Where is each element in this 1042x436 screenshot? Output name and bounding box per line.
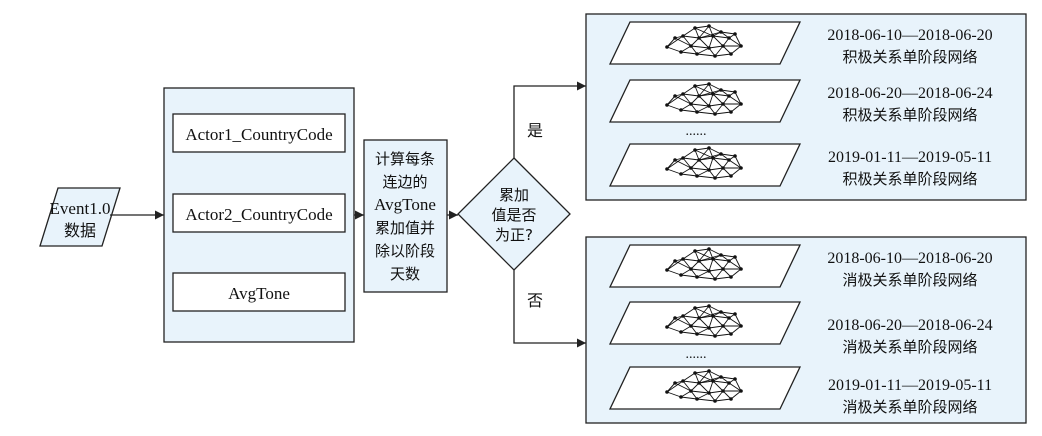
negative-network-1: [608, 244, 802, 288]
decision-line-2: 值是否: [491, 206, 536, 224]
process-line-5: 除以阶段: [375, 242, 435, 260]
field-box-avgtone: [172, 272, 346, 312]
branch-yes-label: 是: [527, 121, 543, 140]
positive-label-2: 积极关系单阶段网络: [842, 106, 977, 124]
negative-ellipsis: ......: [686, 347, 707, 362]
field-box-actor2: [172, 193, 346, 233]
positive-date-1: 2018-06-10—2018-06-20: [827, 27, 992, 44]
network-plane: [608, 79, 802, 123]
decision-line-1: 累加: [499, 186, 529, 204]
process-line-6: 天数: [390, 265, 420, 283]
network-plane: [608, 21, 802, 65]
process-line-2: 连边的: [382, 173, 427, 191]
process-line-1: 计算每条: [375, 150, 435, 168]
process-node: 计算每条 连边的 AvgTone 累加值并 除以阶段 天数: [363, 139, 448, 293]
positive-network-2: [608, 79, 802, 123]
decision-node: 累加 值是否 为正?: [457, 157, 571, 271]
input-data-label-line1: Event1.0: [50, 199, 111, 218]
negative-network-3: [608, 366, 802, 410]
network-plane: [608, 366, 802, 410]
positive-networks-panel: 2018-06-10—2018-06-20 积极关系单阶段网络 2018-06-…: [585, 13, 1027, 201]
arrow-yes-branch: [513, 81, 586, 158]
positive-date-3: 2019-01-11—2019-05-11: [828, 149, 992, 166]
field-box-actor1: [172, 113, 346, 153]
branch-no-label: 否: [527, 291, 543, 310]
positive-label-1: 积极关系单阶段网络: [842, 48, 977, 66]
field-label-actor2: Actor2_CountryCode: [185, 205, 332, 224]
input-data-label-line2: 数据: [64, 221, 96, 240]
process-line-4: 累加值并: [375, 219, 435, 237]
network-plane: [608, 301, 802, 345]
positive-ellipsis: ......: [686, 124, 707, 139]
negative-label-1: 消极关系单阶段网络: [842, 271, 977, 289]
negative-label-2: 消极关系单阶段网络: [842, 338, 977, 356]
fields-panel: Actor1_CountryCode Actor2_CountryCode Av…: [163, 87, 355, 343]
field-label-actor1: Actor1_CountryCode: [185, 125, 332, 144]
negative-date-2: 2018-06-20—2018-06-24: [827, 317, 992, 334]
network-plane: [608, 244, 802, 288]
process-line-3: AvgTone: [374, 195, 436, 214]
positive-label-3: 积极关系单阶段网络: [842, 170, 977, 188]
negative-network-2: [608, 301, 802, 345]
negative-date-1: 2018-06-10—2018-06-20: [827, 250, 992, 267]
field-label-avgtone: AvgTone: [228, 284, 290, 303]
process-box: [363, 139, 448, 293]
negative-label-3: 消极关系单阶段网络: [842, 398, 977, 416]
network-plane: [608, 143, 802, 187]
decision-line-3: 为正?: [495, 226, 533, 244]
input-data-shape: [39, 187, 121, 247]
positive-network-3: [608, 143, 802, 187]
negative-networks-panel: 2018-06-10—2018-06-20 消极关系单阶段网络 2018-06-…: [585, 236, 1027, 424]
positive-date-2: 2018-06-20—2018-06-24: [827, 85, 992, 102]
arrow-no-branch: [513, 270, 586, 348]
input-data-node: Event1.0 数据: [39, 187, 121, 247]
positive-network-1: [608, 21, 802, 65]
negative-date-3: 2019-01-11—2019-05-11: [828, 377, 992, 394]
